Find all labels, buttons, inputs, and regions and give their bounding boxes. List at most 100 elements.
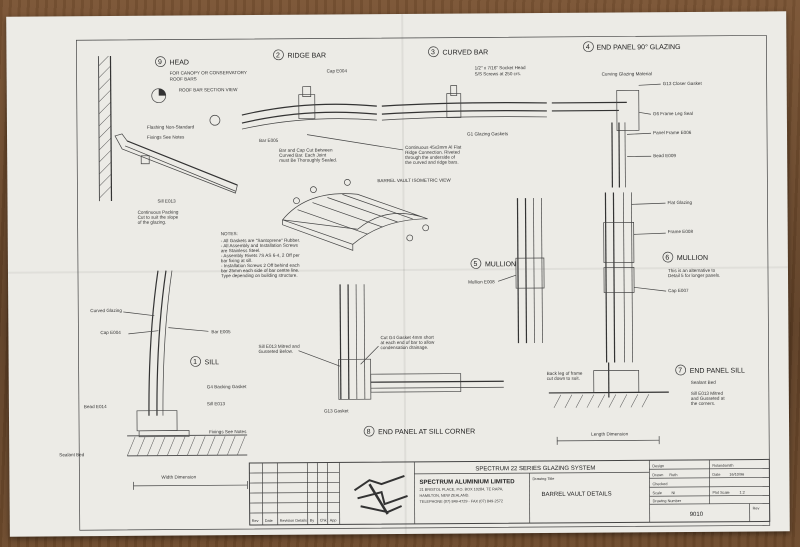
system-name: SPECTRUM 22 SERIES GLAZING SYSTEM [475,466,595,473]
rev-label: Rev [753,506,760,510]
svg-text:Back leg of frame: Back leg of frame [547,371,583,376]
svg-text:are Stainless Steel.: are Stainless Steel. [221,248,261,253]
svg-text:RIDGE BAR: RIDGE BAR [287,52,326,59]
detail-title: HEAD [169,59,189,66]
drawing-number-label: Drawing Number [653,499,682,503]
svg-text:Bead E014: Bead E014 [84,404,107,409]
barrel-vault-isometric: BARREL VAULT ISOMETRIC VIEW [281,178,451,251]
svg-text:Mullion E008: Mullion E008 [468,279,495,284]
svg-text:G13 Gasket: G13 Gasket [324,408,349,413]
svg-text:Design: Design [652,464,664,468]
rev-col: App [330,518,337,522]
detail-sill: 1 SILL Curved Glazing Cap E004 Bar E005 … [59,270,248,490]
detail-head: 9 HEAD FOR CANOPY OR CONSERVATORY ROOF B… [97,55,247,225]
rev-col: Chk [320,519,327,523]
svg-text:Sealant Bed: Sealant Bed [691,380,717,385]
svg-text:1/2" x 7/16" Socket Head: 1/2" x 7/16" Socket Head [475,65,526,70]
company-address: 21 BRISTOL PLACE, P.O. BOX 10284, TE RAP… [419,487,503,492]
svg-text:of the glazing.: of the glazing. [138,220,167,225]
detail-ridge-bar: 2 RIDGE BAR Cap E004 Bar E005 Bar and Ca… [241,49,462,165]
detail-subtitle: ROOF BAR SECTION VIEW [179,87,238,92]
detail-number-circle [155,56,166,68]
svg-text:- Installation Screws 2 Off be: - Installation Screws 2 Off behind each [221,263,300,269]
svg-text:6: 6 [665,255,669,262]
svg-text:Type depending on building str: Type depending on building structure. [221,273,298,279]
notes-heading: NOTES: [221,231,238,236]
svg-text:Cut to suit the slope: Cut to suit the slope [138,215,179,220]
drawing-sheet: 9 HEAD FOR CANOPY OR CONSERVATORY ROOF B… [6,11,790,537]
svg-text:16/10/96: 16/10/96 [729,473,744,477]
svg-text:BARREL VAULT ISOMETRIC VIEW: BARREL VAULT ISOMETRIC VIEW [377,178,451,184]
svg-text:Fixings See Notes: Fixings See Notes [209,429,247,434]
svg-text:SILL: SILL [205,359,220,366]
svg-text:bar 25mm each side of bar cent: bar 25mm each side of bar centre line. [221,268,299,274]
company-address: HAMILTON, NEW ZEALAND. [420,494,470,498]
svg-text:Gusseted Below.: Gusseted Below. [259,349,294,354]
svg-text:- All Gaskets are "Santoprene": - All Gaskets are "Santoprene" Rubber. [221,238,300,244]
detail-curved-bar: 3 CURVED BAR 1/2" x 7/16" Socket Head S/… [381,46,547,137]
detail-end-panel-sill-corner: 8 END PANEL AT SILL CORNER Sill E013 Mit… [258,284,504,437]
svg-text:Frame E008: Frame E008 [668,229,694,234]
svg-text:G4 Backing Gasket: G4 Backing Gasket [207,384,247,389]
svg-text:Flat Glazing: Flat Glazing [667,200,692,205]
detail-mullion: 5 MULLION Mullion E008 [468,197,545,344]
svg-text:- Assembly Rivets 7S AS 6-4, 2: - Assembly Rivets 7S AS 6-4, 2 Off per [221,253,300,259]
rev-col: Revision Details [280,519,307,523]
detail-number: 9 [158,59,162,66]
svg-text:the corners.: the corners. [691,401,715,406]
svg-text:Detail 5 for longer panels.: Detail 5 for longer panels. [668,273,720,278]
svg-text:bar fixing at sill.: bar fixing at sill. [221,258,253,263]
svg-text:Bar E005: Bar E005 [259,138,279,143]
technical-drawing: 9 HEAD FOR CANOPY OR CONSERVATORY ROOF B… [59,35,771,531]
svg-text:Bar and Cap Cut Between: Bar and Cap Cut Between [279,147,333,152]
svg-text:4: 4 [586,44,590,51]
svg-text:Ruth: Ruth [669,473,677,477]
svg-text:Cap E004: Cap E004 [327,68,348,73]
svg-text:Plot Scale: Plot Scale [713,491,730,495]
svg-text:through the underside of: through the underside of [405,155,456,160]
company-name: SPECTRUM ALUMINIUM LIMITED [419,479,515,486]
detail-subtitle: FOR CANOPY OR CONSERVATORY [170,70,247,76]
svg-text:cut down to suit.: cut down to suit. [547,376,580,381]
svg-text:Cut G4 Gasket 4mm short: Cut G4 Gasket 4mm short [380,335,434,340]
svg-text:Rolandsmith: Rolandsmith [712,464,733,468]
spectrum-logo [353,475,408,515]
svg-text:at each end of bar to allow: at each end of bar to allow [380,340,435,345]
rev-col: By [310,519,315,523]
svg-text:2: 2 [276,52,280,59]
svg-text:Cap E007: Cap E007 [668,288,689,293]
svg-text:3: 3 [431,49,435,56]
svg-text:Flashing Non-Standard: Flashing Non-Standard [147,124,195,129]
svg-text:7: 7 [678,368,682,375]
svg-text:Curved Bar. Each Joint: Curved Bar. Each Joint [279,152,327,157]
svg-text:Checked: Checked [652,482,667,486]
svg-text:END PANEL 90° GLAZING: END PANEL 90° GLAZING [596,43,680,52]
svg-text:Sill E013: Sill E013 [207,401,226,406]
svg-text:Curved Glazing: Curved Glazing [90,308,122,313]
svg-text:Curving Glazing Material: Curving Glazing Material [602,71,652,76]
svg-text:Panel Frame E006: Panel Frame E006 [653,130,692,135]
notes-block: NOTES: - All Gaskets are "Santoprene" Ru… [221,231,300,279]
drawing-border [76,35,771,531]
svg-text:- All Assembly and Installatio: - All Assembly and Installation Screws [221,243,299,249]
svg-text:Continuous 45x3mm Al Flat: Continuous 45x3mm Al Flat [405,145,462,150]
svg-text:Continuous Packing: Continuous Packing [138,210,179,215]
drawing-title: BARREL VAULT DETAILS [542,492,612,498]
svg-text:G6 Frame Leg Seal: G6 Frame Leg Seal [653,111,693,116]
svg-text:This is an alternative to: This is an alternative to [668,268,716,273]
svg-text:Width Dimension: Width Dimension [161,474,196,479]
svg-text:MULLION: MULLION [677,255,708,262]
company-phone: TELEPHONE (07) 849-4729 - FAX (07) 849-2… [420,499,503,504]
detail-end-panel-90: 4 END PANEL 90° GLAZING Curving Glazing … [551,41,702,188]
svg-text:1: 1 [193,359,197,366]
svg-text:and Gusseted at: and Gusseted at [691,396,725,401]
svg-text:8: 8 [367,429,371,436]
svg-text:Scale: Scale [653,491,663,495]
svg-text:the curved and ridge bars.: the curved and ridge bars. [405,160,458,165]
rev-col: Date [265,519,273,523]
title-block: Rev Date Revision Details By Chk App SPE… [248,458,771,526]
svg-text:Bar E005: Bar E005 [211,329,231,334]
drawing-title-label: Drawing Title [532,477,554,481]
svg-text:Ridge Connection. Riveted: Ridge Connection. Riveted [405,150,460,155]
svg-text:Length Dimension: Length Dimension [591,431,629,436]
